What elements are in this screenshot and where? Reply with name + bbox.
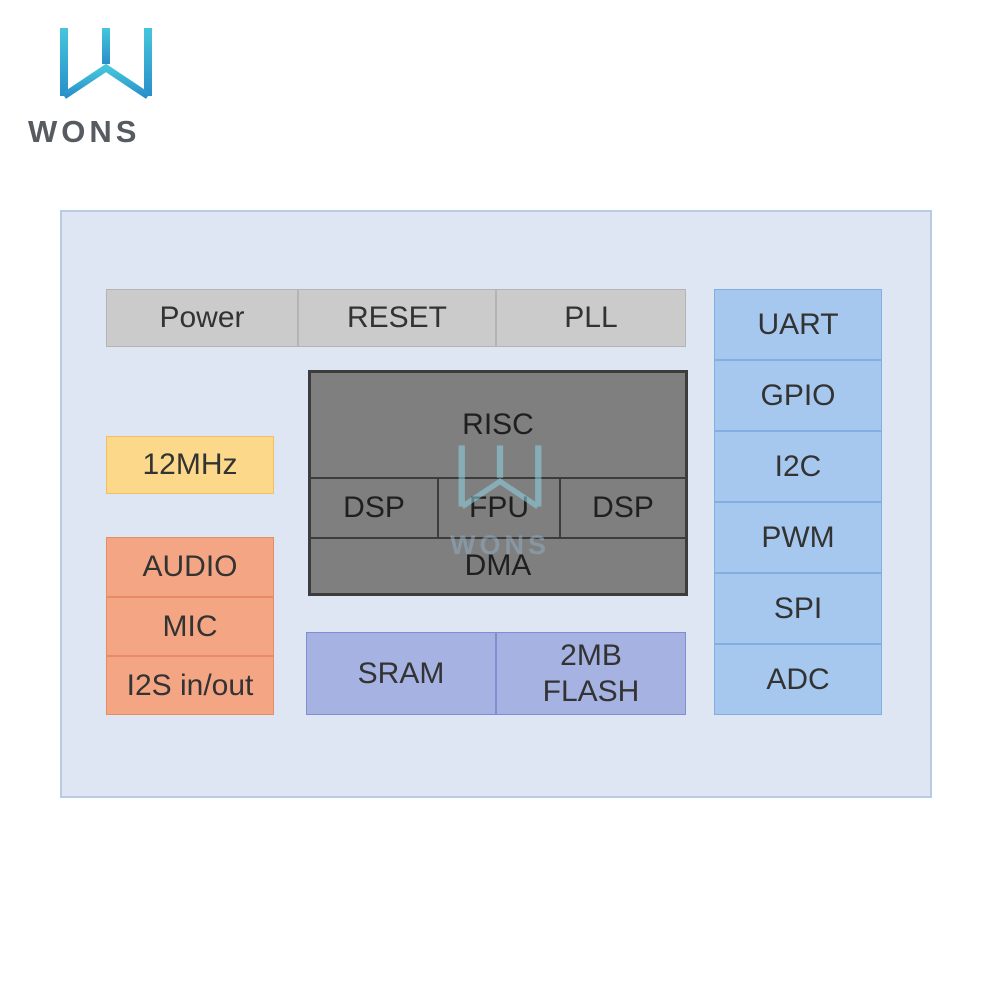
dma-block: DMA	[310, 538, 686, 594]
wons-logo: WONS	[28, 22, 188, 152]
wons-logo-icon	[60, 28, 152, 99]
flash-type-label: FLASH	[542, 674, 640, 708]
flash-size-label: 2MB	[560, 638, 622, 672]
pll-block: PLL	[496, 289, 686, 347]
uart-block: UART	[714, 289, 882, 360]
i2c-block: I2C	[714, 431, 882, 502]
spi-block: SPI	[714, 573, 882, 644]
adc-block: ADC	[714, 644, 882, 715]
reset-block: RESET	[298, 289, 496, 347]
clock-block: 12MHz	[106, 436, 274, 494]
audio-block: AUDIO	[106, 537, 274, 597]
dsp-right-block: DSP	[560, 478, 686, 538]
mic-block: MIC	[106, 597, 274, 656]
watermark-text: WONS	[450, 530, 550, 560]
fpu-block: FPU	[438, 478, 560, 538]
i2s-block: I2S in/out	[106, 656, 274, 715]
pwm-block: PWM	[714, 502, 882, 573]
flash-block: 2MB FLASH	[496, 632, 686, 715]
gpio-block: GPIO	[714, 360, 882, 431]
power-block: Power	[106, 289, 298, 347]
sram-block: SRAM	[306, 632, 496, 715]
watermark-logo-icon	[458, 445, 542, 509]
dsp-left-block: DSP	[310, 478, 438, 538]
logo-text: WONS	[28, 114, 141, 149]
